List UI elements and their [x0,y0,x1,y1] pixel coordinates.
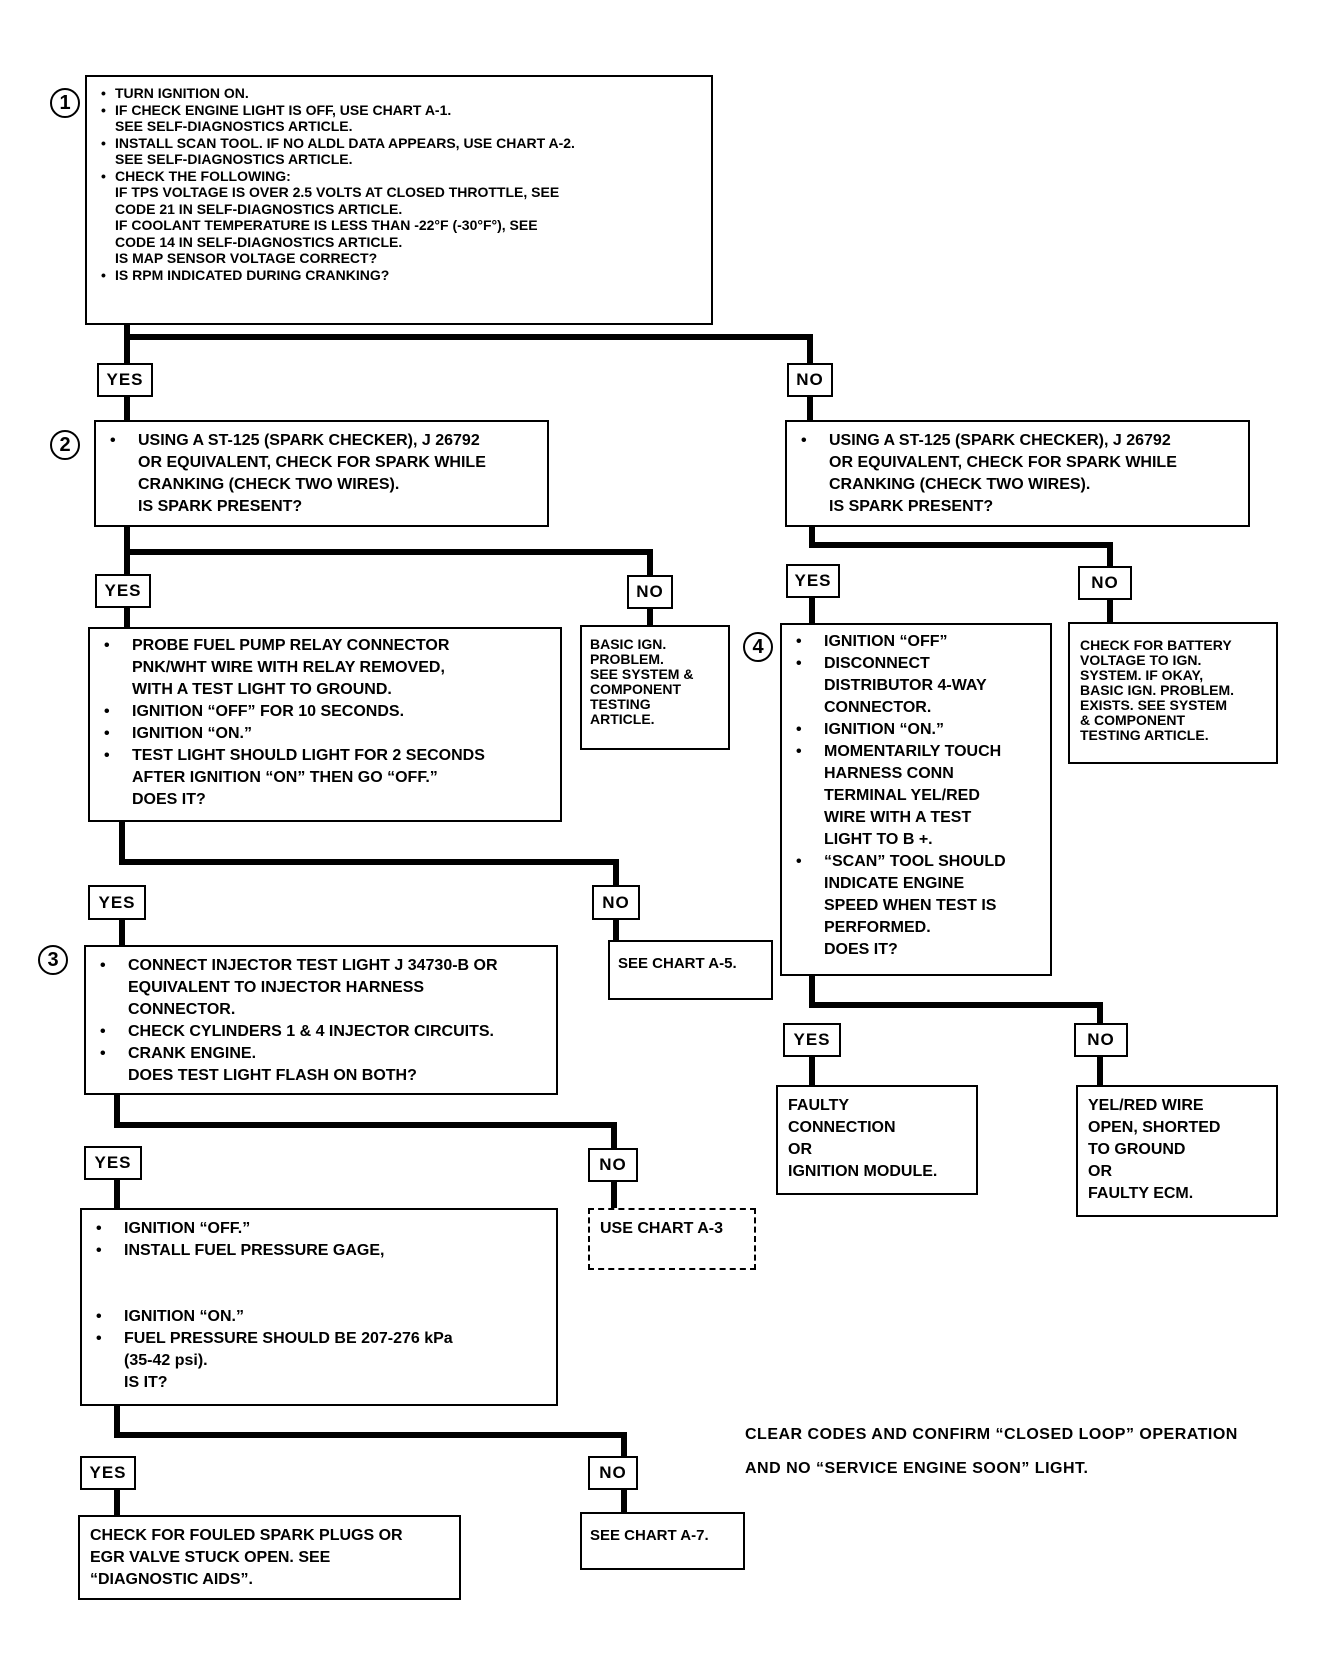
list-item: IGNITION “ON.” [88,1306,550,1328]
no-label-spark-left: NO [627,575,673,609]
yes-label-rpm: YES [97,363,153,397]
list-item: PROBE FUEL PUMP RELAY CONNECTOR PNK/WHT … [96,635,554,701]
box-basic-ign-problem: BASIC IGN. PROBLEM. SEE SYSTEM & COMPONE… [580,625,730,750]
box-fuel-pump-relay: PROBE FUEL PUMP RELAY CONNECTOR PNK/WHT … [88,627,562,822]
yes-label-injector: YES [84,1146,142,1180]
no-label-fuel-pump: NO [592,885,640,920]
connector-box2left-split [124,524,653,578]
no-label-pressure: NO [588,1456,638,1490]
box-see-chart-a7: SEE CHART A-7. [580,1512,745,1570]
list-item: CRANK ENGINE. DOES TEST LIGHT FLASH ON B… [92,1043,550,1087]
yes-label-pressure: YES [80,1456,136,1490]
list-item: CONNECT INJECTOR TEST LIGHT J 34730-B OR… [92,955,550,1021]
box-faulty-connection: FAULTY CONNECTION OR IGNITION MODULE. [776,1085,978,1195]
yes-label-spark-right: YES [786,564,840,598]
list-item: IGNITION “OFF” FOR 10 SECONDS. [96,701,554,723]
connector-injector-split [114,1092,617,1151]
closing-note: CLEAR CODES AND CONFIRM “CLOSED LOOP” OP… [745,1426,1238,1477]
box-fuel-pressure: IGNITION “OFF.” INSTALL FUEL PRESSURE GA… [80,1208,558,1406]
list-item: IS RPM INDICATED DURING CRANKING? [95,267,703,284]
box-battery-voltage: CHECK FOR BATTERY VOLTAGE TO IGN. SYSTEM… [1068,622,1278,764]
connector-fuelpump-split [119,819,619,890]
list-item: CHECK CYLINDERS 1 & 4 INJECTOR CIRCUITS. [92,1021,550,1043]
list-item: USING A ST-125 (SPARK CHECKER), J 26792 … [793,430,1242,518]
connector-step4-split [809,973,1103,1026]
list-item: INSTALL SCAN TOOL. IF NO ALDL DATA APPEA… [95,135,703,168]
step-marker-1: 1 [50,88,80,118]
yes-label-distributor: YES [783,1023,841,1057]
step-marker-2: 2 [50,430,80,460]
yes-label-fuel-pump: YES [88,885,146,920]
list-item: FUEL PRESSURE SHOULD BE 207-276 kPa (35-… [88,1328,550,1394]
list-item: “SCAN” TOOL SHOULD INDICATE ENGINE SPEED… [788,851,1044,961]
no-label-rpm: NO [787,363,833,397]
no-label-spark-right: NO [1078,566,1132,600]
list-item: DISCONNECT DISTRIBUTOR 4-WAY CONNECTOR. [788,653,1044,719]
box-spark-check-right: USING A ST-125 (SPARK CHECKER), J 26792 … [785,420,1250,527]
step-marker-4: 4 [743,632,773,662]
list-item: TURN IGNITION ON. [95,85,703,102]
connector-box2right-split [809,524,1113,569]
connector-pressure-split [114,1403,627,1459]
list-item: IGNITION “ON.” [788,719,1044,741]
no-label-injector: NO [588,1148,638,1182]
box-distributor-test: IGNITION “OFF” DISCONNECT DISTRIBUTOR 4-… [780,623,1052,976]
connector-box1-no [124,334,813,368]
list-item: INSTALL FUEL PRESSURE GAGE, [88,1240,550,1262]
step-marker-3: 3 [38,945,68,975]
list-item: CHECK THE FOLLOWING: IF TPS VOLTAGE IS O… [95,168,703,267]
box-see-chart-a5: SEE CHART A-5. [608,940,773,1000]
list-item: MOMENTARILY TOUCH HARNESS CONN TERMINAL … [788,741,1044,851]
box-injector-test: CONNECT INJECTOR TEST LIGHT J 34730-B OR… [84,945,558,1095]
no-label-distributor: NO [1074,1023,1128,1057]
list-item: IF CHECK ENGINE LIGHT IS OFF, USE CHART … [95,102,703,135]
box-fouled-spark-plugs: CHECK FOR FOULED SPARK PLUGS OR EGR VALV… [78,1515,461,1600]
box-yelred-wire: YEL/RED WIRE OPEN, SHORTED TO GROUND OR … [1076,1085,1278,1217]
list-item: TEST LIGHT SHOULD LIGHT FOR 2 SECONDS AF… [96,745,554,811]
box-spark-check-left: USING A ST-125 (SPARK CHECKER), J 26792 … [94,420,549,527]
box-use-chart-a3: USE CHART A-3 [588,1208,756,1270]
yes-label-spark-left: YES [95,574,151,608]
list-item: IGNITION “ON.” [96,723,554,745]
list-item: IGNITION “OFF.” [88,1218,550,1240]
list-item: IGNITION “OFF” [788,631,1044,653]
list-item: USING A ST-125 (SPARK CHECKER), J 26792 … [102,430,541,518]
box-initial-checks: TURN IGNITION ON. IF CHECK ENGINE LIGHT … [85,75,713,325]
